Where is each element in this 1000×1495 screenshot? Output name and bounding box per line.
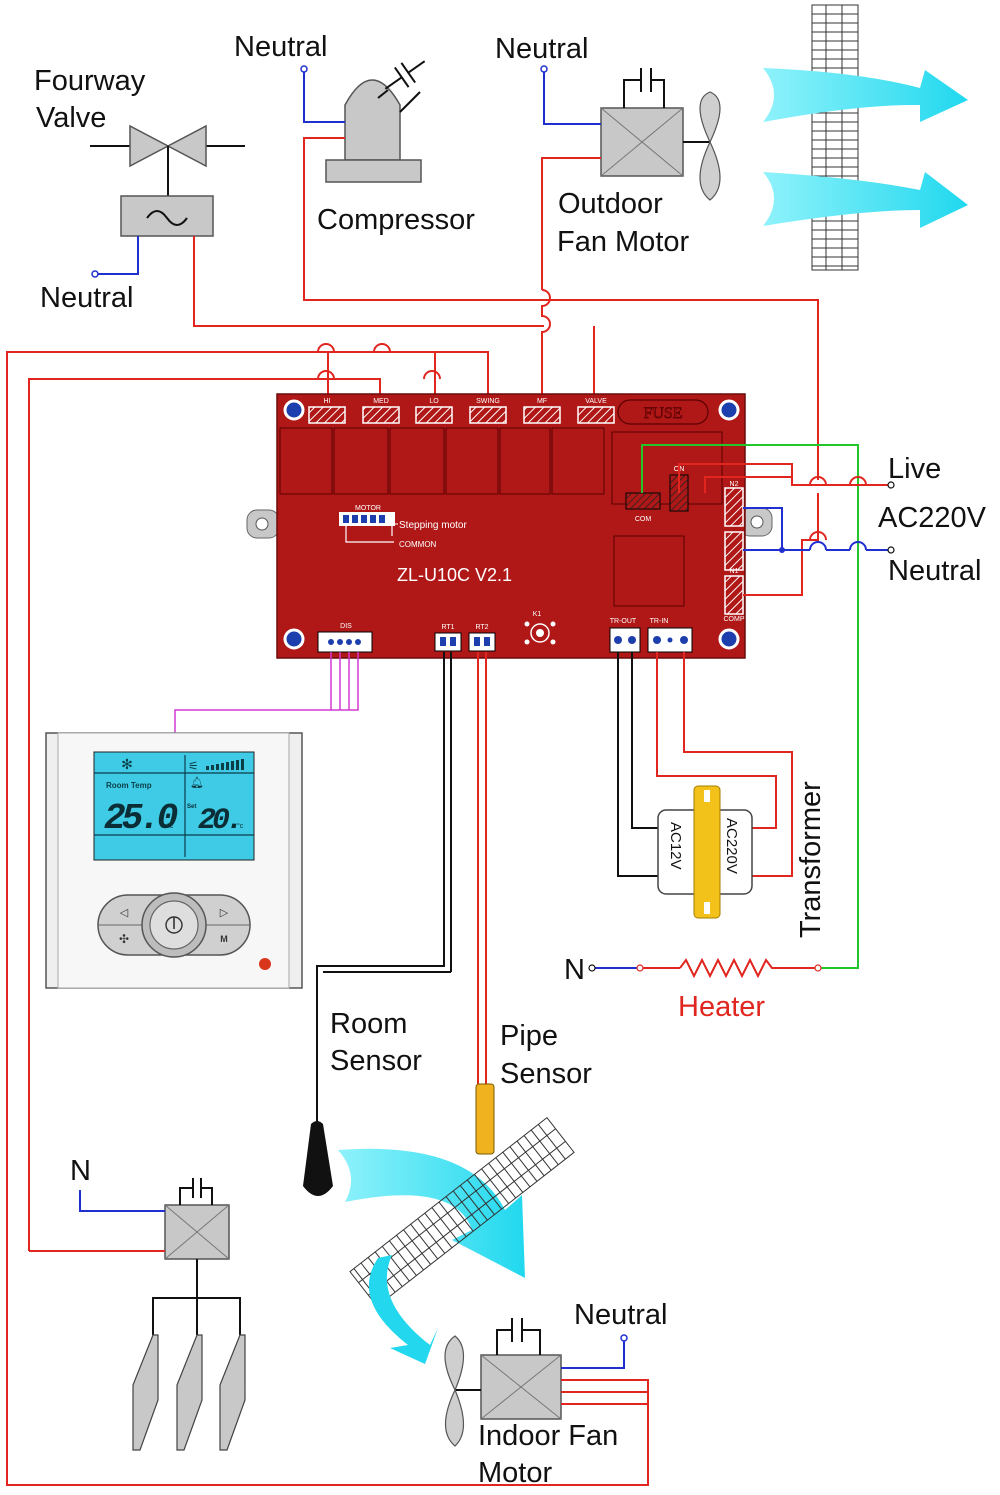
n2-label: N2 xyxy=(730,481,739,488)
fuse-label: FUSE xyxy=(643,405,682,422)
capacitor-icon xyxy=(496,1318,541,1355)
motor-label: MOTOR xyxy=(355,505,381,512)
transformer-label: Transformer xyxy=(795,781,827,938)
relay-label-med: MED xyxy=(373,398,389,405)
tr-out-label: TR-OUT xyxy=(610,618,637,625)
set-temp-value: 20. xyxy=(198,804,240,838)
rt1-label: RT1 xyxy=(441,624,454,631)
pipe-sensor-probe xyxy=(475,1083,495,1155)
fan-blade-icon xyxy=(699,91,721,201)
indoor-coil xyxy=(349,1117,575,1307)
n-label: N xyxy=(70,1155,91,1187)
ac220v-coil-label: AC220V xyxy=(723,818,740,874)
relay-label-valve: VALVE xyxy=(585,398,607,405)
comp-label: COMP xyxy=(724,616,745,623)
dis-label: DIS xyxy=(340,623,352,630)
compressor-label: Compressor xyxy=(317,204,475,236)
wall-controller: ✻ ⚟ Room Temp 25.0 °c 🔔︎ Set 20. °c ◁ ▷ … xyxy=(45,732,303,989)
temp-unit: °c xyxy=(167,822,174,830)
ac12v-label: AC12V xyxy=(667,822,684,870)
left-arrow-button[interactable]: ◁ xyxy=(120,907,129,919)
com-label: COM xyxy=(635,516,652,523)
indoor-fan-motor xyxy=(444,1318,562,1447)
room-sensor-probe xyxy=(303,1121,333,1196)
neutral-label: Neutral xyxy=(495,33,589,65)
fourway-valve-label: Fourway xyxy=(34,65,146,97)
bell-icon: 🔔︎ xyxy=(190,776,204,789)
ac220v-label: AC220V xyxy=(878,502,987,534)
n-label: N xyxy=(564,954,585,986)
temp-unit: °c xyxy=(237,822,244,830)
mode-button[interactable]: M xyxy=(220,934,228,944)
pipe-sensor-label: Sensor xyxy=(500,1058,592,1090)
room-temp-value: 25.0 xyxy=(104,798,178,839)
rt2-label: RT2 xyxy=(475,624,488,631)
compressor xyxy=(325,60,426,183)
relay-label-hi: HI xyxy=(324,398,331,405)
neutral-label: Neutral xyxy=(40,282,134,314)
room-sensor-label: Sensor xyxy=(330,1045,422,1077)
airflow-arrow xyxy=(763,172,968,228)
room-sensor-label: Room xyxy=(330,1008,407,1040)
relay-label-swing: SWING xyxy=(476,398,500,405)
fourway-valve xyxy=(90,124,245,237)
neutral-label: Neutral xyxy=(574,1299,668,1331)
common-label: COMMON xyxy=(399,540,437,549)
capacitor-icon xyxy=(179,1178,213,1205)
fan-button[interactable]: ✣ xyxy=(119,932,129,946)
relay-label-lo: LO xyxy=(429,398,439,405)
snowflake-icon: ✻ xyxy=(121,758,133,773)
indoor-fan-label: Indoor Fan xyxy=(478,1420,618,1452)
fan-blade-icon xyxy=(444,1335,465,1447)
live-label: Live xyxy=(888,453,941,485)
neutral-label: Neutral xyxy=(888,555,982,587)
neutral-label: Neutral xyxy=(234,31,328,63)
outdoor-fan-label: Outdoor xyxy=(558,188,663,220)
indoor-fan-label: Motor xyxy=(478,1457,552,1489)
fourway-valve-label: Valve xyxy=(36,102,106,134)
heater-label: Heater xyxy=(678,991,765,1023)
stepping-motor-label: Stepping motor xyxy=(399,520,467,531)
swing-motor xyxy=(132,1178,246,1451)
ac-sine-icon xyxy=(146,210,188,226)
tr-in-label: TR-IN xyxy=(650,618,669,625)
airflow-arrow xyxy=(368,1255,438,1364)
k1-label: K1 xyxy=(533,611,542,618)
outdoor-fan-label: Fan Motor xyxy=(557,226,689,258)
set-label: Set xyxy=(187,804,196,810)
outdoor-coil xyxy=(811,4,859,271)
capacitor-icon xyxy=(384,60,426,90)
signal-bars-icon xyxy=(206,759,244,770)
status-led xyxy=(259,958,271,970)
airflow-arrow xyxy=(338,1148,525,1278)
relay-label-mf: MF xyxy=(537,398,547,405)
capacitor-icon xyxy=(623,68,665,108)
fan-speed-icon: ⚟ xyxy=(188,759,199,773)
room-temp-label: Room Temp xyxy=(106,781,152,790)
outdoor-fan-motor xyxy=(600,68,721,201)
n1-label: N1 xyxy=(730,568,739,575)
transformer: AC12V AC220V xyxy=(657,785,753,919)
board-model: ZL-U10C V2.1 xyxy=(397,565,512,585)
airflow-arrow xyxy=(763,68,968,122)
right-arrow-button[interactable]: ▷ xyxy=(220,907,229,919)
louver-blades xyxy=(132,1334,246,1451)
heater-element xyxy=(679,957,818,979)
pipe-sensor-label: Pipe xyxy=(500,1020,558,1052)
k1-button xyxy=(524,621,556,645)
